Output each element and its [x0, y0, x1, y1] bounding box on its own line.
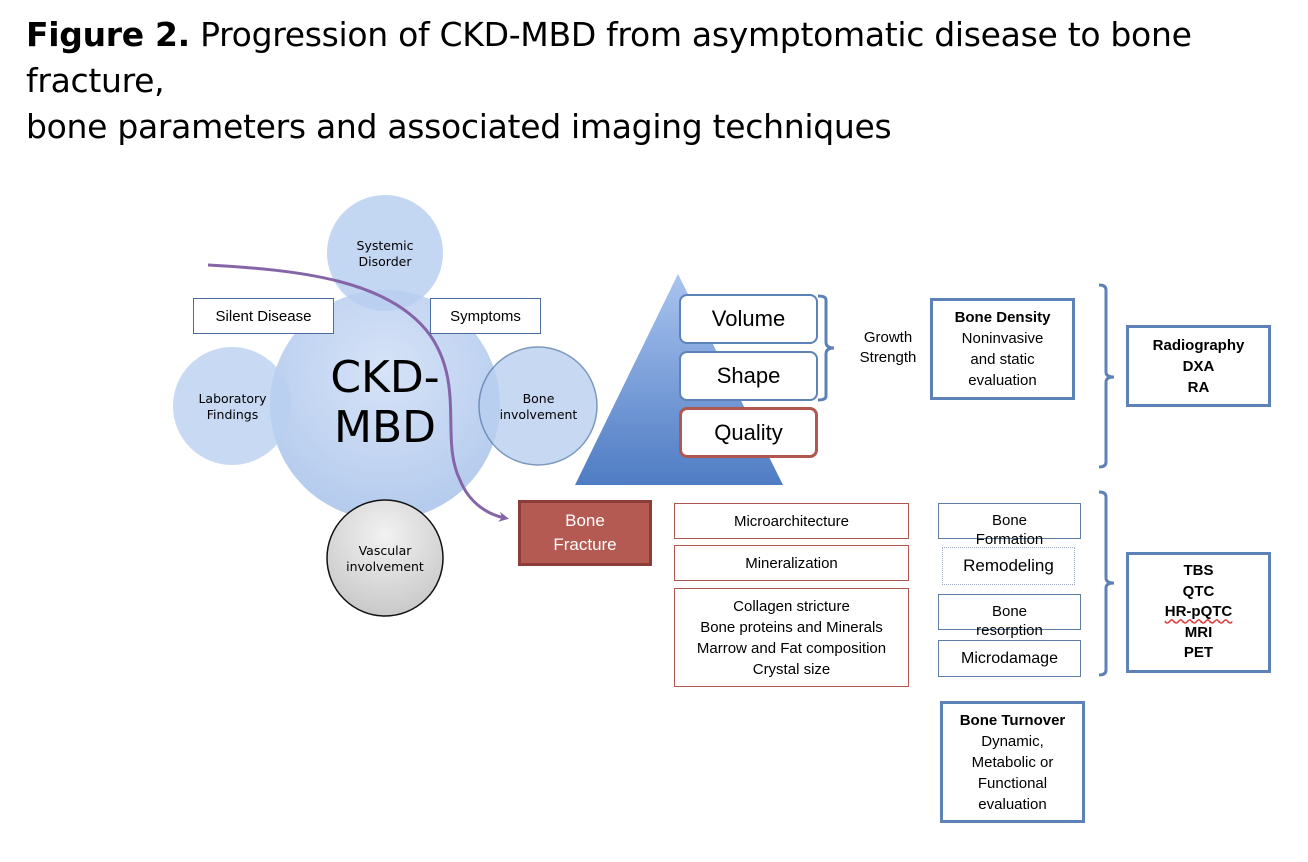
bone-proteins-label: Bone proteins and Minerals [700, 618, 883, 636]
quality-component-mineralization: Mineralization [674, 545, 909, 581]
bone-turnover-line4: evaluation [978, 795, 1047, 813]
systemic-disorder-circle [327, 195, 443, 311]
volume-label: Volume [711, 306, 786, 331]
vascular-involvement-line2: involvement [346, 559, 424, 574]
bone-involvement-label: Bone involvement [486, 389, 591, 425]
growth-strength-bracket [817, 294, 835, 402]
imaging-radiography: Radiography [1152, 336, 1245, 354]
pyramid-level-quality: Quality [679, 407, 818, 458]
bone-density-line1: Noninvasive [961, 330, 1044, 347]
mineralization-label: Mineralization [745, 554, 838, 572]
systemic-disorder-line2: Disorder [358, 254, 412, 269]
imaging-pet: PET [1183, 644, 1214, 662]
progression-arrow [207, 263, 509, 522]
dynamic-imaging-box: TBS QTC HR-pQTC MRI PET [1126, 552, 1271, 673]
imaging-hr-pqtc: HR-pQTC [1164, 603, 1233, 621]
bone-density-line3: evaluation [968, 372, 1037, 389]
bone-resorption-box: Bone resorption [938, 594, 1081, 639]
vascular-involvement-label: Vascular involvement [335, 541, 435, 577]
ckd-mbd-line2: MBD [333, 402, 437, 453]
marrow-fat-label: Marrow and Fat composition [696, 639, 887, 657]
bone-involvement-line1: Bone [522, 391, 555, 406]
figure-title-line1: Progression of CKD-MBD from asymptomatic… [26, 15, 1192, 100]
bone-resorption-line1: Bone [991, 603, 1028, 620]
collagen-label: Collagen stricture [733, 597, 850, 615]
bone-density-line2: and static [970, 351, 1035, 368]
microdamage-box: Microdamage [938, 640, 1081, 677]
ckd-mbd-circle [270, 290, 500, 520]
imaging-ra: RA [1187, 378, 1210, 396]
remodeling-box: Remodeling [942, 547, 1075, 585]
bone-density-box: Bone Density Noninvasive and static eval… [930, 298, 1075, 400]
bone-turnover-line1: Dynamic, [981, 732, 1044, 750]
static-imaging-box: Radiography DXA RA [1126, 325, 1271, 407]
systemic-disorder-line1: Systemic [356, 238, 414, 253]
laboratory-findings-label: Laboratory Findings [180, 389, 285, 425]
remodeling-label: Remodeling [963, 556, 1054, 575]
systemic-disorder-label: Systemic Disorder [335, 236, 435, 272]
bone-formation-line1: Bone [991, 512, 1028, 529]
bone-fracture-line2: Fracture [553, 535, 617, 554]
strength-label: Strength [859, 349, 917, 366]
bone-formation-line2: Formation [975, 531, 1044, 548]
bone-density-heading: Bone Density [954, 309, 1051, 326]
ckd-mbd-label: CKD- MBD [305, 333, 465, 473]
pyramid-level-volume: Volume [679, 294, 818, 344]
bone-involvement-line2: involvement [499, 407, 578, 422]
figure-title-line2: bone parameters and associated imaging t… [26, 107, 892, 146]
quality-component-composition: Collagen stricture Bone proteins and Min… [674, 588, 909, 687]
bone-turnover-box: Bone Turnover Dynamic, Metabolic or Func… [940, 701, 1085, 823]
bone-turnover-line2: Metabolic or [971, 753, 1054, 771]
quality-component-microarchitecture: Microarchitecture [674, 503, 909, 539]
imaging-tbs: TBS [1183, 562, 1214, 580]
vascular-involvement-circle [326, 499, 444, 617]
silent-disease-label: Silent Disease [215, 307, 312, 325]
silent-disease-box: Silent Disease [193, 298, 334, 334]
pyramid-level-shape: Shape [679, 351, 818, 401]
imaging-mri: MRI [1184, 623, 1213, 641]
bone-turnover-heading: Bone Turnover [959, 711, 1066, 729]
growth-strength-label: Growth Strength [848, 326, 928, 370]
figure-title: Figure 2. Progression of CKD-MBD from as… [26, 12, 1308, 150]
vascular-involvement-line1: Vascular [358, 543, 412, 558]
bone-resorption-line2: resorption [976, 622, 1043, 639]
laboratory-findings-line1: Laboratory [198, 391, 267, 406]
bone-fracture-line1: Bone [565, 511, 605, 530]
bone-involvement-circle [478, 346, 598, 466]
quality-label: Quality [714, 419, 783, 445]
bone-turnover-line3: Functional [977, 774, 1048, 792]
ckd-mbd-line1: CKD- [330, 352, 440, 403]
bone-fracture-box: Bone Fracture [518, 500, 652, 566]
shape-label: Shape [716, 363, 781, 388]
dynamic-imaging-bracket [1098, 490, 1115, 677]
symptoms-box: Symptoms [430, 298, 541, 334]
figure-label: Figure 2. [26, 15, 190, 54]
imaging-dxa: DXA [1182, 357, 1215, 375]
imaging-qtc: QTC [1182, 582, 1215, 600]
microarchitecture-label: Microarchitecture [733, 512, 850, 530]
laboratory-findings-circle [173, 347, 291, 465]
crystal-size-label: Crystal size [752, 660, 831, 678]
symptoms-label: Symptoms [450, 307, 521, 325]
bone-formation-box: Bone Formation [938, 503, 1081, 548]
microdamage-label: Microdamage [961, 649, 1058, 667]
growth-label: Growth [863, 329, 913, 346]
laboratory-findings-line2: Findings [206, 407, 259, 422]
static-imaging-bracket [1098, 283, 1115, 469]
